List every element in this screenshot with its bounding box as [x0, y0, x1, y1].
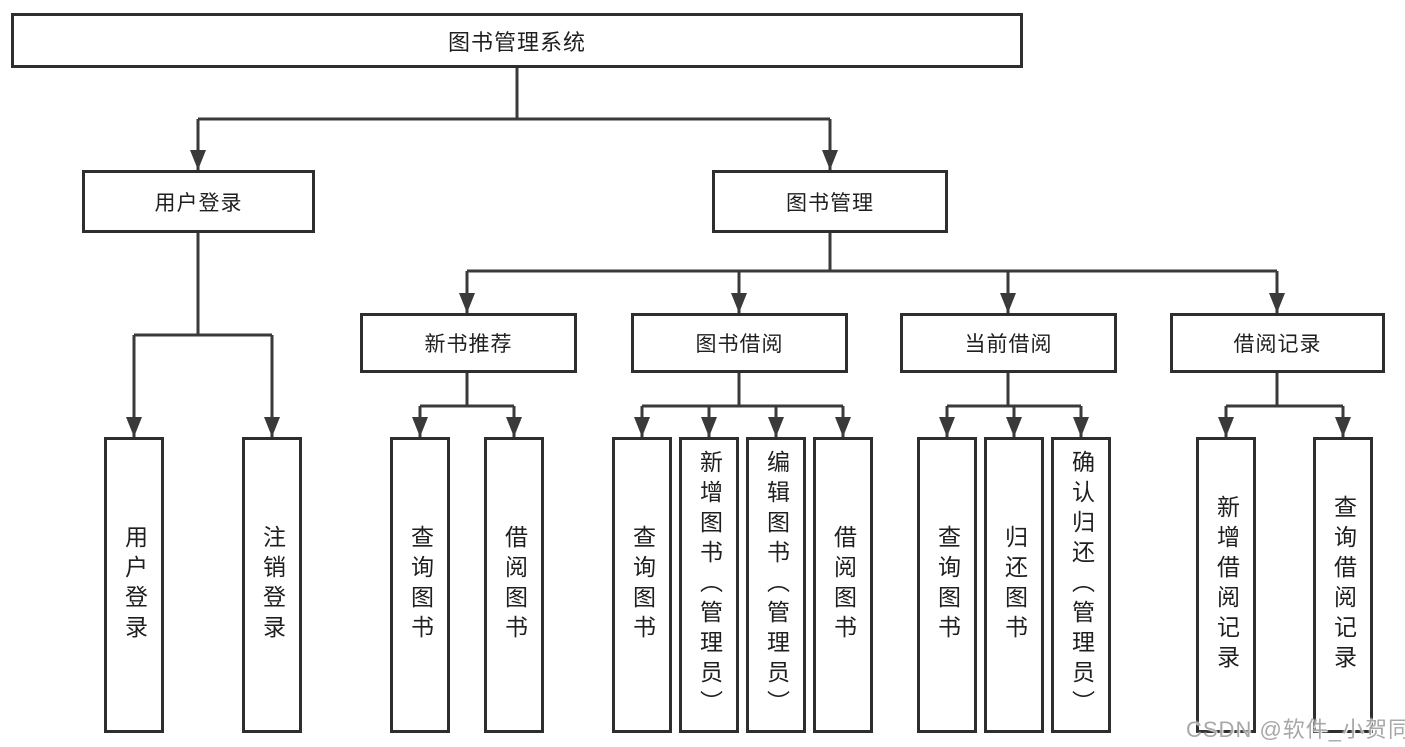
arrowhead-icon [264, 417, 280, 437]
node-new-book-recommend-label: 新书推荐 [424, 333, 513, 356]
node-root-label: 图书管理系统 [447, 29, 586, 55]
leaf-query-book-1-label: 查询图书 [407, 525, 434, 645]
node-book-borrow-label: 图书借阅 [695, 333, 784, 356]
leaf-query-book-3: 查询图书 [917, 437, 977, 733]
node-borrow-records-label: 借阅记录 [1233, 333, 1322, 356]
leaf-query-borrow-record: 查询借阅记录 [1313, 437, 1373, 733]
node-book-management: 图书管理 [712, 170, 948, 233]
leaf-logout: 注销登录 [242, 437, 302, 733]
node-book-borrow: 图书借阅 [631, 313, 848, 373]
leaf-return-book-label: 归还图书 [1001, 525, 1028, 645]
leaf-add-borrow-record: 新增借阅记录 [1196, 437, 1256, 733]
leaf-query-book-2-label: 查询图书 [629, 525, 656, 645]
arrowhead-icon [412, 417, 428, 437]
leaf-borrow-book-1: 借阅图书 [484, 437, 544, 733]
leaf-borrow-book-2: 借阅图书 [813, 437, 873, 733]
leaf-edit-book-admin: 编辑图书（管理员） [746, 437, 806, 733]
leaf-add-borrow-record-label: 新增借阅记录 [1213, 495, 1240, 675]
leaf-edit-book-admin-label: 编辑图书（管理员） [763, 450, 790, 720]
leaf-borrow-book-2-label: 借阅图书 [830, 525, 857, 645]
leaf-confirm-return-admin-label: 确认归还（管理员） [1068, 450, 1095, 720]
arrowhead-icon [768, 417, 784, 437]
leaf-add-book-admin-label: 新增图书（管理员） [696, 450, 723, 720]
arrowhead-icon [731, 293, 747, 313]
leaf-borrow-book-1-label: 借阅图书 [501, 525, 528, 645]
leaf-return-book: 归还图书 [984, 437, 1044, 733]
leaf-user-login-label: 用户登录 [121, 525, 148, 645]
connector-line [132, 68, 1345, 437]
node-book-management-label: 图书管理 [786, 191, 874, 215]
arrowhead-icon [701, 417, 717, 437]
arrowhead-icon [1335, 417, 1351, 437]
leaf-user-login: 用户登录 [104, 437, 164, 733]
arrowhead-icon [835, 417, 851, 437]
leaf-add-book-admin: 新增图书（管理员） [679, 437, 739, 733]
arrowhead-icon [459, 293, 475, 313]
leaf-query-book-3-label: 查询图书 [934, 525, 961, 645]
arrowhead-icon [1218, 417, 1234, 437]
arrowhead-icon [1006, 417, 1022, 437]
arrowhead-icon [506, 417, 522, 437]
node-root: 图书管理系统 [11, 13, 1023, 68]
arrowhead-icon [939, 417, 955, 437]
leaf-confirm-return-admin: 确认归还（管理员） [1051, 437, 1111, 733]
node-user-login-label: 用户登录 [154, 191, 243, 215]
node-user-login: 用户登录 [82, 170, 315, 233]
leaf-logout-label: 注销登录 [259, 525, 286, 645]
watermark-text: CSDN @软件_小贺同学 [1186, 717, 1405, 742]
node-current-borrow: 当前借阅 [900, 313, 1117, 373]
arrowhead-icon [1000, 293, 1016, 313]
arrowhead-icon [822, 150, 838, 170]
node-new-book-recommend: 新书推荐 [360, 313, 577, 373]
leaf-query-borrow-record-label: 查询借阅记录 [1330, 495, 1357, 675]
leaf-query-book-2: 查询图书 [612, 437, 672, 733]
leaf-query-book-1: 查询图书 [390, 437, 450, 733]
node-current-borrow-label: 当前借阅 [964, 333, 1053, 356]
node-borrow-records: 借阅记录 [1170, 313, 1385, 373]
arrowhead-icon [1073, 417, 1089, 437]
arrowhead-icon [634, 417, 650, 437]
arrowhead-icon [126, 417, 142, 437]
arrowhead-icon [190, 150, 206, 170]
arrowhead-icon [1269, 293, 1285, 313]
